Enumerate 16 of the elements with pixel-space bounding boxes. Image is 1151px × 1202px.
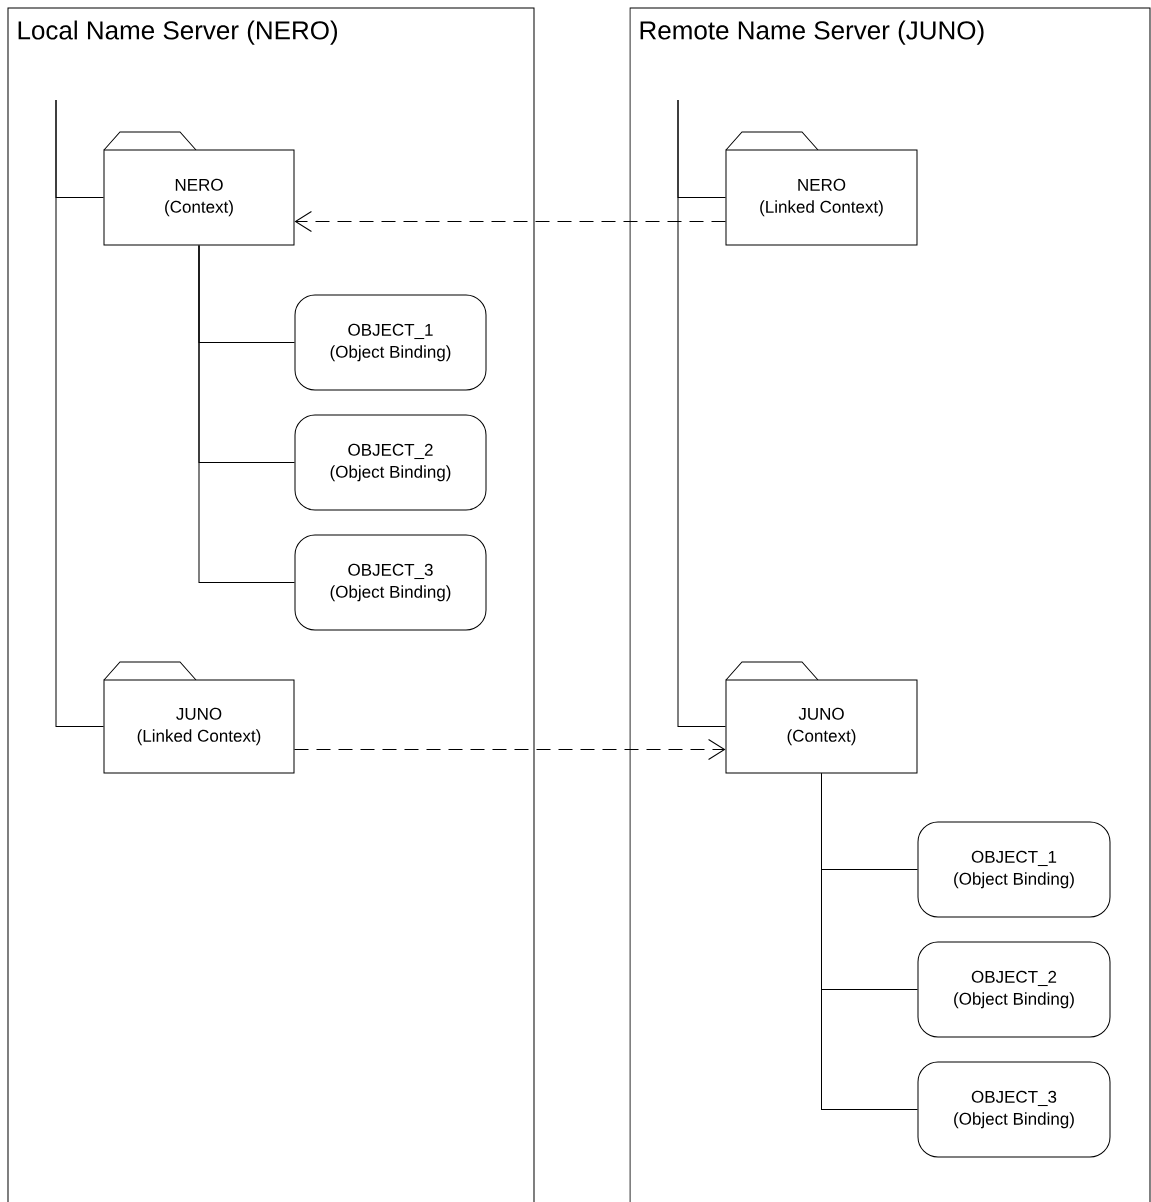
folder-box: NERO (Context) xyxy=(103,131,295,246)
tree-line xyxy=(198,245,295,583)
tree-line xyxy=(55,99,104,727)
folder-box: NERO (Linked Context) xyxy=(725,131,918,246)
binding-box: OBJECT_2 (Object Binding) xyxy=(917,941,1111,1038)
tree-line xyxy=(821,773,918,1110)
folder-box: JUNO (Linked Context) xyxy=(103,661,295,774)
tree-line xyxy=(677,99,726,727)
link-arrow xyxy=(294,211,726,232)
binding-box: OBJECT_1 (Object Binding) xyxy=(917,821,1111,918)
link-arrow xyxy=(294,739,726,760)
binding-box: OBJECT_1 (Object Binding) xyxy=(294,294,487,391)
folder-box: JUNO (Context) xyxy=(725,661,918,774)
binding-box: OBJECT_3 (Object Binding) xyxy=(294,534,487,631)
binding-box: OBJECT_3 (Object Binding) xyxy=(917,1061,1111,1158)
binding-box: OBJECT_2 (Object Binding) xyxy=(294,414,487,511)
